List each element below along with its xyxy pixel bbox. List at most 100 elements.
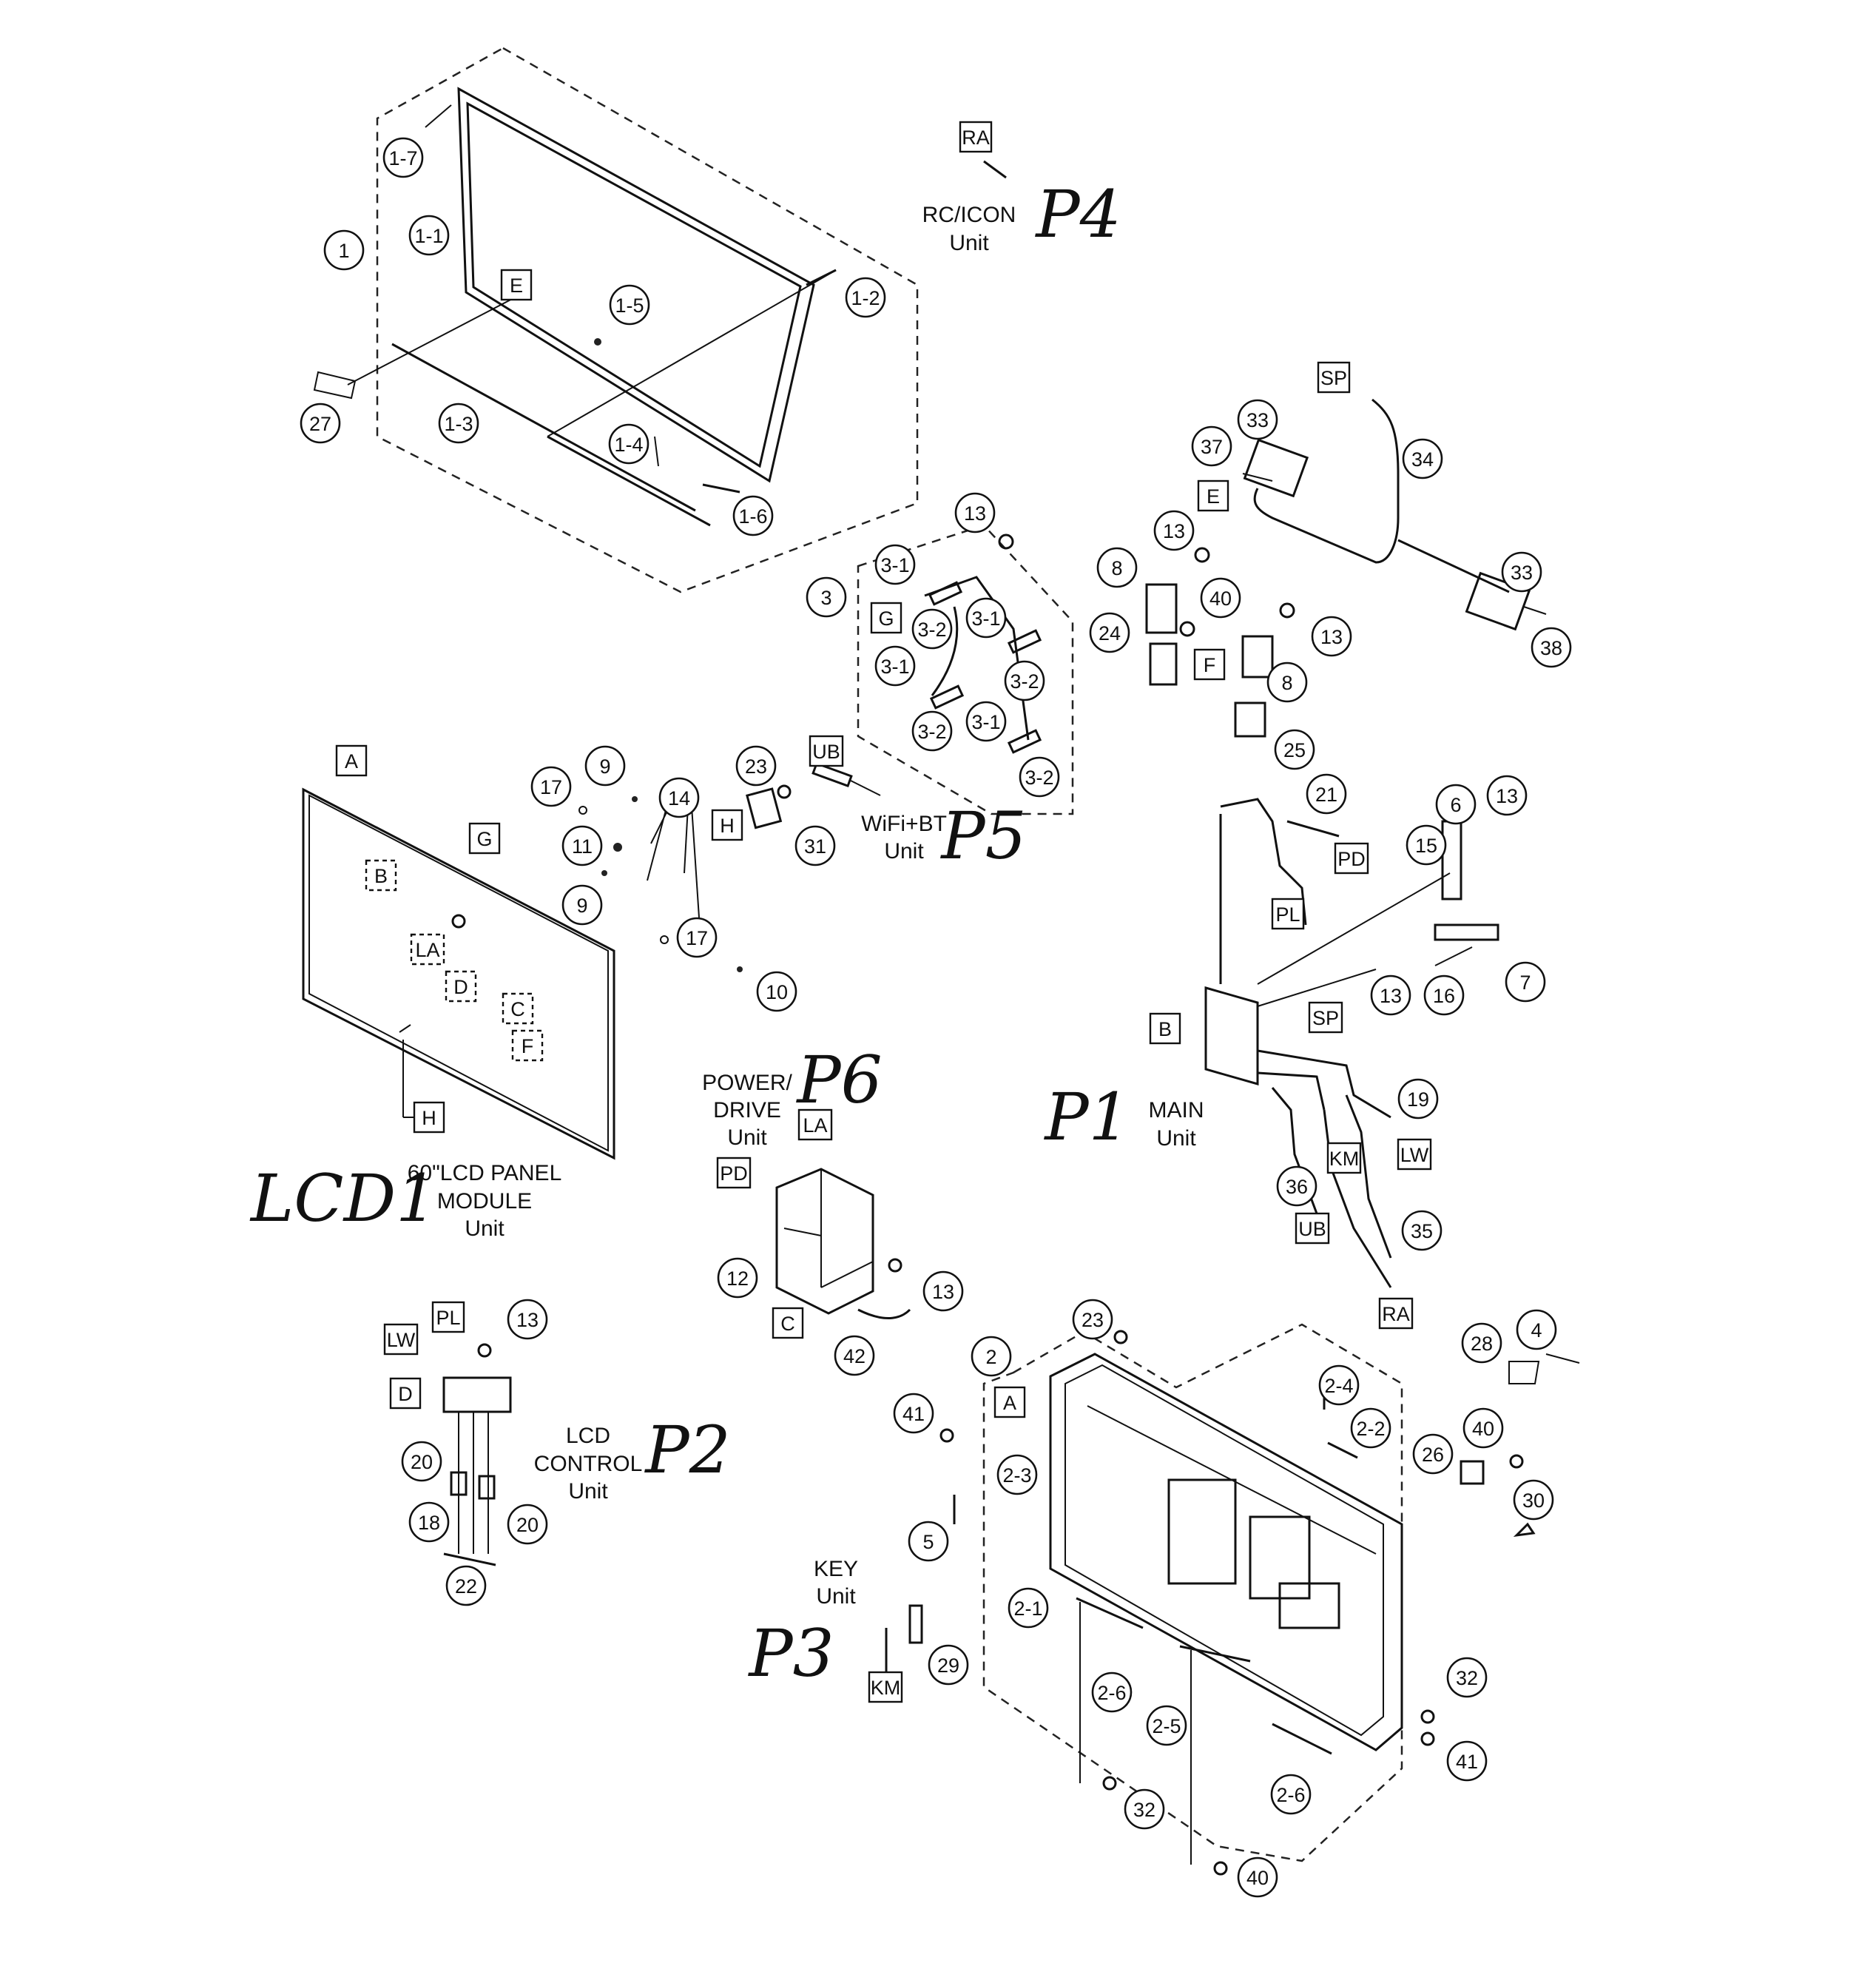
svg-text:2-4: 2-4: [1324, 1375, 1353, 1397]
svg-text:A: A: [345, 750, 358, 772]
svg-text:3: 3: [820, 587, 831, 609]
svg-text:B: B: [1158, 1018, 1172, 1040]
svg-text:1-5: 1-5: [615, 294, 644, 317]
svg-text:42: 42: [843, 1345, 866, 1367]
svg-text:PD: PD: [720, 1162, 748, 1185]
power-drive-unit-part: [775, 1168, 911, 1320]
lcd-control-line3: Unit: [568, 1479, 608, 1504]
connector-pd-main: PD: [1334, 842, 1369, 875]
callout-6: 6: [1435, 784, 1477, 825]
svg-text:13: 13: [1320, 626, 1343, 648]
connector-d-panel: D: [445, 970, 477, 1003]
callout-13a: 13: [954, 492, 996, 533]
callout-1-3: 1-3: [438, 403, 479, 444]
lcd-panel-page-ref: LCD1: [249, 1160, 437, 1236]
svg-text:40: 40: [1472, 1418, 1494, 1440]
callout-1-5: 1-5: [609, 284, 650, 326]
svg-text:27: 27: [309, 413, 331, 435]
callout-35: 35: [1401, 1210, 1443, 1251]
connector-c-panel: C: [502, 992, 534, 1025]
rear-cabinet-assembly: [939, 1323, 1580, 1876]
svg-text:3-1: 3-1: [880, 656, 909, 678]
svg-text:25: 25: [1283, 739, 1306, 761]
lcd-panel-line3: Unit: [465, 1216, 505, 1241]
svg-text:33: 33: [1511, 562, 1533, 584]
front-bezel-assembly: [313, 47, 919, 593]
svg-text:LA: LA: [803, 1114, 827, 1137]
key-unit-line2: Unit: [816, 1584, 856, 1609]
lcd-panel-line2: MODULE: [437, 1189, 532, 1213]
callout-3-2a: 3-2: [911, 608, 953, 650]
callout-1-4: 1-4: [608, 423, 649, 465]
main-unit-line2: Unit: [1156, 1126, 1196, 1151]
callout-2: 2: [971, 1336, 1012, 1377]
unit-labels: MAIN Unit P1 POWER/ DRIVE Unit P6 60"LCD…: [249, 1042, 1204, 1504]
power-drive-page-ref: P6: [795, 1042, 882, 1118]
connector-lw-main: LW: [1397, 1138, 1432, 1171]
wifi-bt-page-ref: P5: [939, 798, 1026, 874]
svg-text:2-5: 2-5: [1152, 1715, 1181, 1737]
svg-text:29: 29: [937, 1654, 959, 1677]
svg-text:1-3: 1-3: [444, 413, 473, 435]
callout-2-3: 2-3: [996, 1454, 1038, 1495]
callout-1: 1: [323, 229, 365, 271]
svg-text:LW: LW: [1400, 1144, 1429, 1166]
wifi-bt-unit-line2: Unit: [884, 839, 924, 864]
rc-icon-unit-label: RC/ICON Unit P4: [922, 160, 1121, 255]
connector-a-cabinet: A: [993, 1386, 1026, 1418]
svg-text:PL: PL: [1275, 903, 1300, 926]
svg-text:34: 34: [1411, 448, 1434, 471]
callout-13f: 13: [922, 1270, 964, 1312]
connector-b-main: B: [1149, 1012, 1181, 1045]
svg-text:3-2: 3-2: [917, 619, 946, 641]
callout-3-1d: 3-1: [965, 701, 1007, 742]
svg-text:5: 5: [922, 1531, 934, 1553]
svg-text:E: E: [510, 275, 523, 297]
key-page-ref: P3: [747, 1615, 834, 1691]
callout-3-2c: 3-2: [911, 710, 953, 752]
callout-21: 21: [1306, 773, 1347, 815]
connector-sp-main: SP: [1308, 1001, 1343, 1034]
svg-text:B: B: [374, 865, 388, 887]
connector-a-panel: A: [335, 744, 368, 777]
svg-text:17: 17: [686, 927, 708, 949]
callout-13g: 13: [507, 1299, 548, 1340]
svg-text:31: 31: [804, 835, 826, 858]
bracket-group: [1145, 547, 1295, 738]
connector-g-frame: G: [870, 602, 902, 634]
svg-text:2-2: 2-2: [1356, 1418, 1385, 1440]
connector-h-wifi: H: [711, 809, 743, 841]
callout-27: 27: [300, 403, 341, 444]
callout-2-2: 2-2: [1350, 1407, 1391, 1449]
svg-text:36: 36: [1286, 1176, 1308, 1198]
svg-text:14: 14: [668, 787, 690, 809]
small-parts-group: [578, 796, 743, 972]
svg-text:13: 13: [1380, 985, 1402, 1007]
svg-text:D: D: [398, 1383, 413, 1405]
connector-km-main: KM: [1326, 1142, 1362, 1174]
callout-2-6a: 2-6: [1091, 1672, 1133, 1713]
main-page-ref: P1: [1043, 1079, 1130, 1155]
svg-text:3-1: 3-1: [880, 554, 909, 576]
callout-2-1: 2-1: [1008, 1587, 1049, 1629]
connector-f-panel: F: [511, 1029, 544, 1062]
svg-text:4: 4: [1531, 1319, 1542, 1341]
callout-17a: 17: [530, 766, 572, 807]
connector-pl-main: PL: [1271, 898, 1305, 930]
svg-text:10: 10: [766, 981, 788, 1003]
connector-f: F: [1193, 648, 1226, 681]
callout-24: 24: [1089, 612, 1130, 653]
power-drive-line1: POWER/: [702, 1071, 792, 1095]
svg-text:3-1: 3-1: [971, 711, 1000, 733]
callout-3-1a: 3-1: [874, 544, 916, 585]
connector-e-bezel: E: [500, 269, 533, 301]
callout-19: 19: [1397, 1078, 1439, 1120]
svg-text:21: 21: [1315, 784, 1337, 806]
svg-text:40: 40: [1209, 588, 1232, 610]
svg-text:12: 12: [726, 1268, 749, 1290]
svg-text:22: 22: [455, 1575, 477, 1598]
callout-1-2: 1-2: [845, 277, 886, 318]
svg-text:13: 13: [964, 502, 986, 525]
callout-1-1: 1-1: [408, 215, 450, 256]
svg-text:9: 9: [576, 895, 587, 917]
